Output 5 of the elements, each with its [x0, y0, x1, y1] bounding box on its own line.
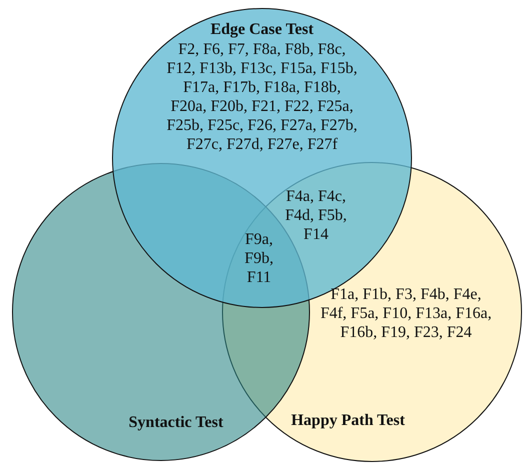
item-list: F1a, F1b, F3, F4b, F4e, F4f, F5a, F10, F13a, F16a, F16b, F19, F23, F24	[316, 285, 496, 342]
set-title: Syntactic Test	[128, 413, 224, 432]
set-title: Edge Case Test	[209, 20, 315, 39]
item-list: F2, F6, F7, F8a, F8b, F8c, F12, F13b, F13c, F15a, F15b, F17a, F17b, F18a, F18b, F20a, F20b, F21, F22, F25a, F25b, F25c, F26, F27a, F27b, F27c, F27d, F27e, F27f	[164, 40, 360, 154]
set-title: Happy Path Test	[290, 411, 406, 430]
